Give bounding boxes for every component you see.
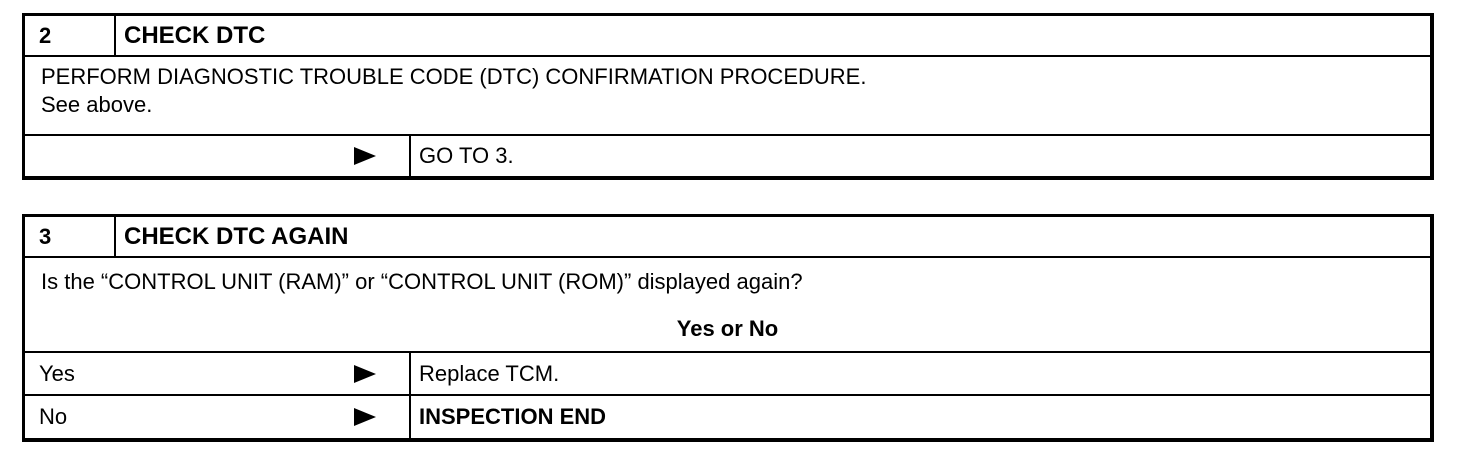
arrow-right-icon xyxy=(354,408,376,426)
answer-label: No xyxy=(25,396,409,438)
step-title: CHECK DTC xyxy=(124,21,266,49)
yes-no-prompt: Yes or No xyxy=(676,315,779,341)
step-instructions: PERFORM DIAGNOSTIC TROUBLE CODE (DTC) CO… xyxy=(25,57,1430,136)
step-number: 3 xyxy=(25,217,116,256)
answer-row-no: No INSPECTION END xyxy=(25,396,1430,438)
answer-label-text: Yes xyxy=(39,360,75,386)
answer-label: Yes xyxy=(25,353,409,394)
step-2-table: 2 CHECK DTC PERFORM DIAGNOSTIC TROUBLE C… xyxy=(22,13,1434,180)
answer-row-yes: Yes Replace TCM. xyxy=(25,353,1430,396)
instruction-text: PERFORM DIAGNOSTIC TROUBLE CODE (DTC) CO… xyxy=(25,57,882,134)
arrow-right-icon xyxy=(354,364,376,383)
answer-label-text: No xyxy=(39,404,68,429)
answer-result: GO TO 3. xyxy=(409,136,1430,176)
instruction-line: See above. xyxy=(41,92,153,117)
question-text: Is the “CONTROL UNIT (RAM)” or “CONTROL … xyxy=(41,269,803,294)
step-header: 2 CHECK DTC xyxy=(25,16,1430,57)
answer-result: INSPECTION END xyxy=(409,396,1430,438)
step-question: Is the “CONTROL UNIT (RAM)” or “CONTROL … xyxy=(25,258,1430,353)
answer-result: Replace TCM. xyxy=(409,353,1430,394)
instruction-line: PERFORM DIAGNOSTIC TROUBLE CODE (DTC) CO… xyxy=(41,64,867,89)
step-title: CHECK DTC AGAIN xyxy=(124,222,349,250)
step-3-table: 3 CHECK DTC AGAIN Is the “CONTROL UNIT (… xyxy=(22,214,1434,442)
step-number: 2 xyxy=(25,16,116,55)
arrow-right-icon xyxy=(354,147,376,165)
answer-label xyxy=(25,136,409,176)
answer-row: GO TO 3. xyxy=(25,136,1430,176)
step-header: 3 CHECK DTC AGAIN xyxy=(25,217,1430,258)
